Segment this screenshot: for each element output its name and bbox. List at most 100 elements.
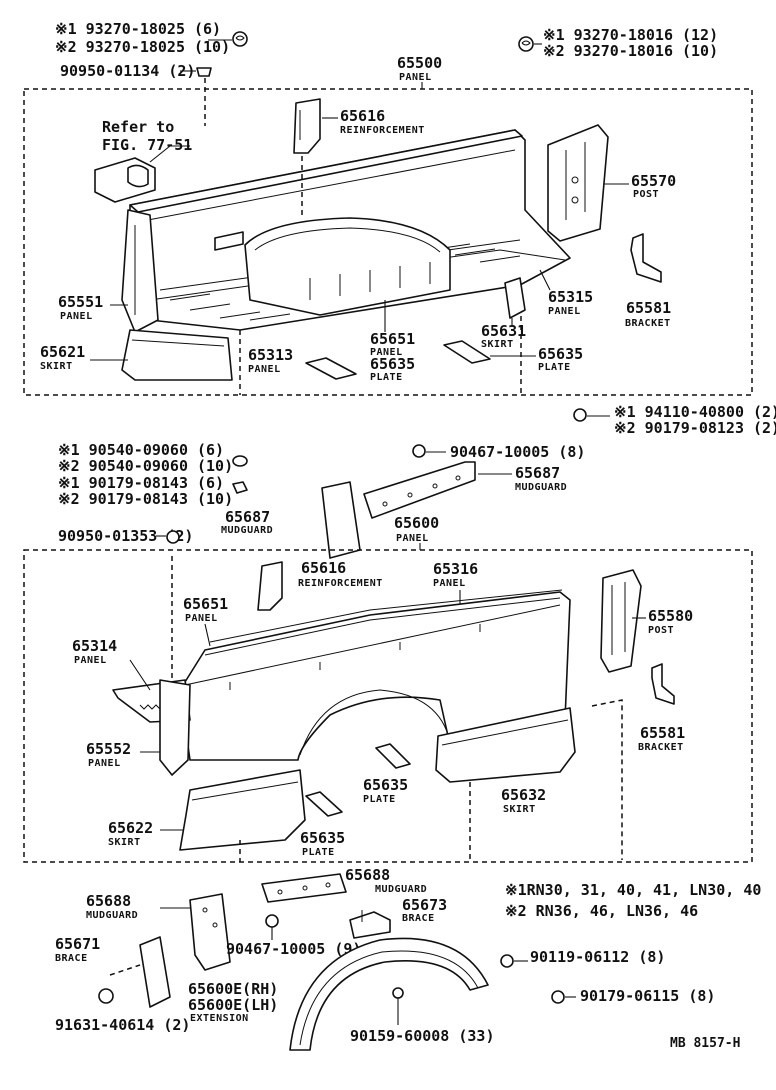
fastener-label: 90179-06115 (8): [580, 987, 715, 1005]
part-number: 65621: [40, 343, 85, 361]
part-number: 65600E(RH): [188, 980, 278, 998]
part-number: 65688: [345, 866, 390, 884]
part-name: MUDGUARD: [221, 525, 273, 536]
fastener-label: 90950-01134 (2): [60, 62, 195, 80]
part-name: PANEL: [74, 655, 107, 666]
part-name: PANEL: [399, 72, 432, 83]
part-name: EXTENSION: [190, 1013, 249, 1024]
part-number: 65632: [501, 786, 546, 804]
clip-icon: [166, 530, 180, 544]
part-name: PANEL: [370, 347, 403, 358]
part-name: POST: [648, 625, 674, 636]
diagram-code: MB 8157-H: [670, 1036, 740, 1051]
part-name: SKIRT: [108, 837, 141, 848]
part-name: BRACKET: [625, 318, 671, 329]
part-name: REINFORCEMENT: [298, 578, 383, 589]
speed-nut-icon: [518, 36, 534, 52]
fastener-label: ※2 90179-08123 (2): [614, 419, 776, 437]
speed-nut-icon: [232, 31, 248, 47]
upper-group-box: [23, 88, 753, 396]
fastener-label: 90159-60008 (33): [350, 1027, 495, 1045]
fastener-label: 90467-10005 (8): [450, 443, 585, 461]
nut-icon: [232, 481, 248, 494]
part-name: PLATE: [363, 794, 396, 805]
part-name: BRACE: [55, 953, 88, 964]
mudguard-part: [321, 481, 361, 559]
part-number: 65616: [301, 559, 346, 577]
part-name: BRACKET: [638, 742, 684, 753]
plate-part: [375, 743, 411, 769]
part-number: 65314: [72, 637, 117, 655]
part-name: PANEL: [60, 311, 93, 322]
part-name: MUDGUARD: [515, 482, 567, 493]
part-number: 65687: [515, 464, 560, 482]
part-number: 65600: [394, 514, 439, 532]
fastener-label: 90950-01353 (2): [58, 527, 193, 545]
part-name: PANEL: [248, 364, 281, 375]
clip-icon: [196, 67, 212, 77]
part-name: PLATE: [370, 372, 403, 383]
skirt-part: [179, 769, 306, 851]
mudguard-part: [363, 461, 476, 519]
part-name: SKIRT: [481, 339, 514, 350]
part-number: 65671: [55, 935, 100, 953]
mudguard-part: [261, 873, 347, 903]
part-name: PLATE: [538, 362, 571, 373]
skirt-part: [435, 707, 576, 783]
part-number: 65552: [86, 740, 131, 758]
part-number: 65673: [402, 896, 447, 914]
part-name: PLATE: [302, 847, 335, 858]
bolt-icon: [500, 954, 514, 968]
plate-part: [305, 357, 357, 380]
nut-icon: [265, 914, 279, 928]
bracket-part: [630, 233, 662, 283]
part-number: 65651: [183, 595, 228, 613]
part-number: 65635: [300, 829, 345, 847]
screw-icon: [392, 987, 404, 999]
part-name: PANEL: [396, 533, 429, 544]
fender-extension-part: [289, 937, 489, 1051]
fastener-label: ※1 94110-40800 (2): [614, 403, 776, 421]
skirt-part: [504, 277, 526, 319]
part-name: SKIRT: [40, 361, 73, 372]
part-name: POST: [633, 189, 659, 200]
part-number: 65570: [631, 172, 676, 190]
fastener-label: 90467-10005 (9): [226, 940, 361, 958]
part-number: 65687: [225, 508, 270, 526]
part-number: 65651: [370, 330, 415, 348]
part-number: 65631: [481, 322, 526, 340]
part-name: PANEL: [548, 306, 581, 317]
nut-icon: [412, 444, 426, 458]
nut-icon: [551, 990, 565, 1004]
part-number: 65581: [626, 299, 671, 317]
refer-to-fig: FIG. 77-51: [102, 136, 192, 154]
part-number: 65635: [370, 355, 415, 373]
part-number: 65688: [86, 892, 131, 910]
fastener-label: ※1 90179-08143 (6): [58, 474, 224, 492]
hinge-part: [94, 157, 156, 203]
fastener-label: ※1 93270-18016 (12): [543, 26, 718, 44]
nut-icon: [98, 988, 114, 1004]
part-name: MUDGUARD: [86, 910, 138, 921]
model-legend-2: ※2 RN36, 46, LN36, 46: [505, 902, 698, 920]
nut-icon: [232, 455, 248, 467]
bracket-part: [651, 663, 675, 705]
part-number: 65500: [397, 54, 442, 72]
fastener-label: 91631-40614 (2): [55, 1016, 190, 1034]
plate-part: [305, 791, 343, 817]
part-number: 65316: [433, 560, 478, 578]
part-number: 65581: [640, 724, 685, 742]
skirt-part: [121, 329, 233, 381]
fastener-label: ※1 90540-09060 (6): [58, 441, 224, 459]
part-number: 65622: [108, 819, 153, 837]
part-name: PANEL: [433, 578, 466, 589]
part-number: 65313: [248, 346, 293, 364]
part-number: 65616: [340, 107, 385, 125]
part-number: 65551: [58, 293, 103, 311]
reinforcement-part: [293, 98, 321, 154]
part-name: PANEL: [88, 758, 121, 769]
part-name: REINFORCEMENT: [340, 125, 425, 136]
fastener-label: 90119-06112 (8): [530, 948, 665, 966]
